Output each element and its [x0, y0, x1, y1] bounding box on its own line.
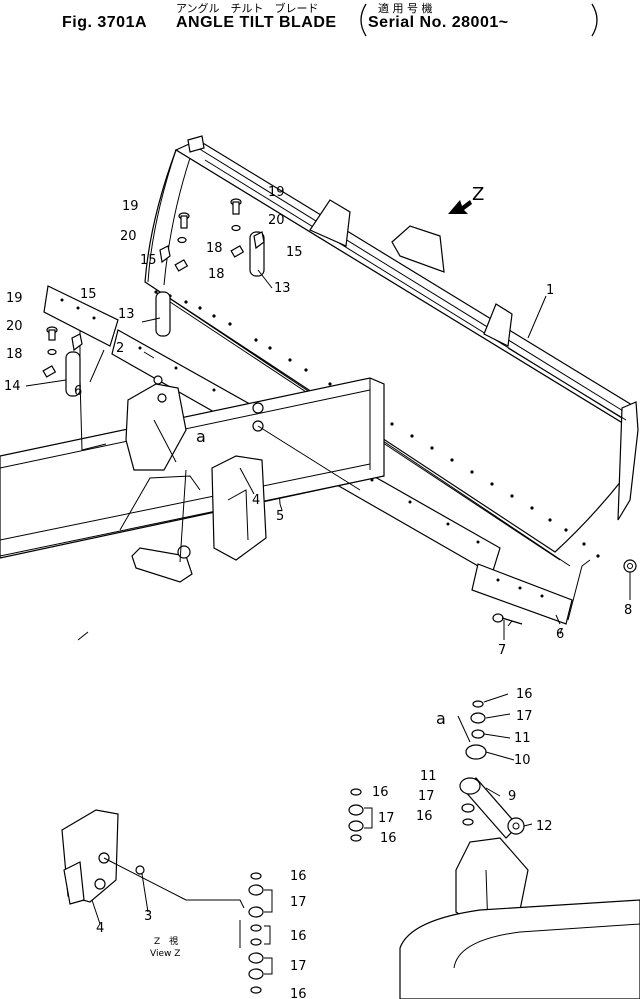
- callout-1: 1: [546, 283, 554, 298]
- callout-5: 5: [276, 509, 284, 524]
- figure-title: ANGLE TILT BLADE: [176, 14, 337, 31]
- callout-19b: 19: [268, 185, 285, 200]
- detail-marker-cylinder: a: [436, 709, 446, 728]
- view-caption-jp: Z 視: [154, 935, 178, 947]
- bolt-7: [492, 613, 523, 627]
- callout-15c: 15: [286, 245, 303, 260]
- callout-15b: 15: [140, 253, 157, 268]
- leader-lines: [25, 269, 631, 975]
- callout-18c: 18: [6, 347, 23, 362]
- view-z-label: Z: [472, 184, 484, 205]
- nut-8: [623, 559, 637, 573]
- callout-20b: 20: [268, 213, 285, 228]
- serial-close-bracket: [591, 3, 598, 37]
- pin-13-left: [155, 291, 171, 337]
- tilt-cylinder: [459, 700, 525, 839]
- callout-16e: 16: [290, 869, 307, 884]
- serial-open-bracket: [360, 3, 367, 37]
- callout-10: 10: [514, 753, 531, 768]
- callout-11b: 11: [420, 769, 437, 784]
- callout-9: 9: [508, 789, 516, 804]
- blade-assembly: [144, 135, 639, 567]
- callout-18a: 18: [206, 241, 223, 256]
- frame: [0, 377, 385, 875]
- callout-15a: 15: [80, 287, 97, 302]
- shim-stack-a: [348, 788, 364, 842]
- shim-stack-b: [248, 872, 264, 994]
- callout-16g: 16: [290, 987, 307, 999]
- small-hardware: [42, 198, 265, 378]
- callout-14: 14: [4, 379, 21, 394]
- view-caption-en: View Z: [150, 949, 180, 959]
- callout-12: 12: [536, 819, 553, 834]
- pin-14: [65, 351, 81, 397]
- callout-7: 7: [498, 643, 506, 658]
- callout-17e: 17: [290, 959, 307, 974]
- callout-13a: 13: [274, 281, 291, 296]
- callout-16b: 16: [416, 809, 433, 824]
- callout-16f: 16: [290, 929, 307, 944]
- figure-number: Fig. 3701A: [62, 14, 148, 31]
- callout-17a: 17: [516, 709, 533, 724]
- callout-17b: 17: [418, 789, 435, 804]
- bracket-left: [61, 809, 119, 905]
- callout-4a: 4: [96, 921, 104, 936]
- callout-18b: 18: [208, 267, 225, 282]
- callout-8: 8: [624, 603, 632, 618]
- callout-2: 2: [116, 341, 124, 356]
- clevis-2: [125, 375, 187, 471]
- view-arrow-icon: [448, 200, 472, 214]
- detail-marker-frame: a: [196, 427, 206, 446]
- callout-16a: 16: [516, 687, 533, 702]
- callout-19a: 19: [122, 199, 139, 214]
- serial-number: Serial No. 28001~: [368, 14, 509, 31]
- title-japanese: アングル チルト ブレード: [176, 2, 319, 15]
- bracket-right: [211, 402, 267, 561]
- callout-19c: 19: [6, 291, 23, 306]
- callout-20c: 20: [6, 319, 23, 334]
- serial-japanese: 適 用 号 機: [378, 2, 433, 15]
- callout-4b: 4: [252, 493, 260, 508]
- callout-13b: 13: [118, 307, 135, 322]
- callout-17c: 17: [378, 811, 395, 826]
- callout-20a: 20: [120, 229, 137, 244]
- callout-17d: 17: [290, 895, 307, 910]
- callout-3: 3: [144, 909, 152, 924]
- callout-11a: 11: [514, 731, 531, 746]
- mount-bracket: [399, 837, 640, 999]
- callout-6a: 6: [74, 384, 82, 399]
- callout-16d: 16: [380, 831, 397, 846]
- callout-16c: 16: [372, 785, 389, 800]
- callout-6b: 6: [556, 627, 564, 642]
